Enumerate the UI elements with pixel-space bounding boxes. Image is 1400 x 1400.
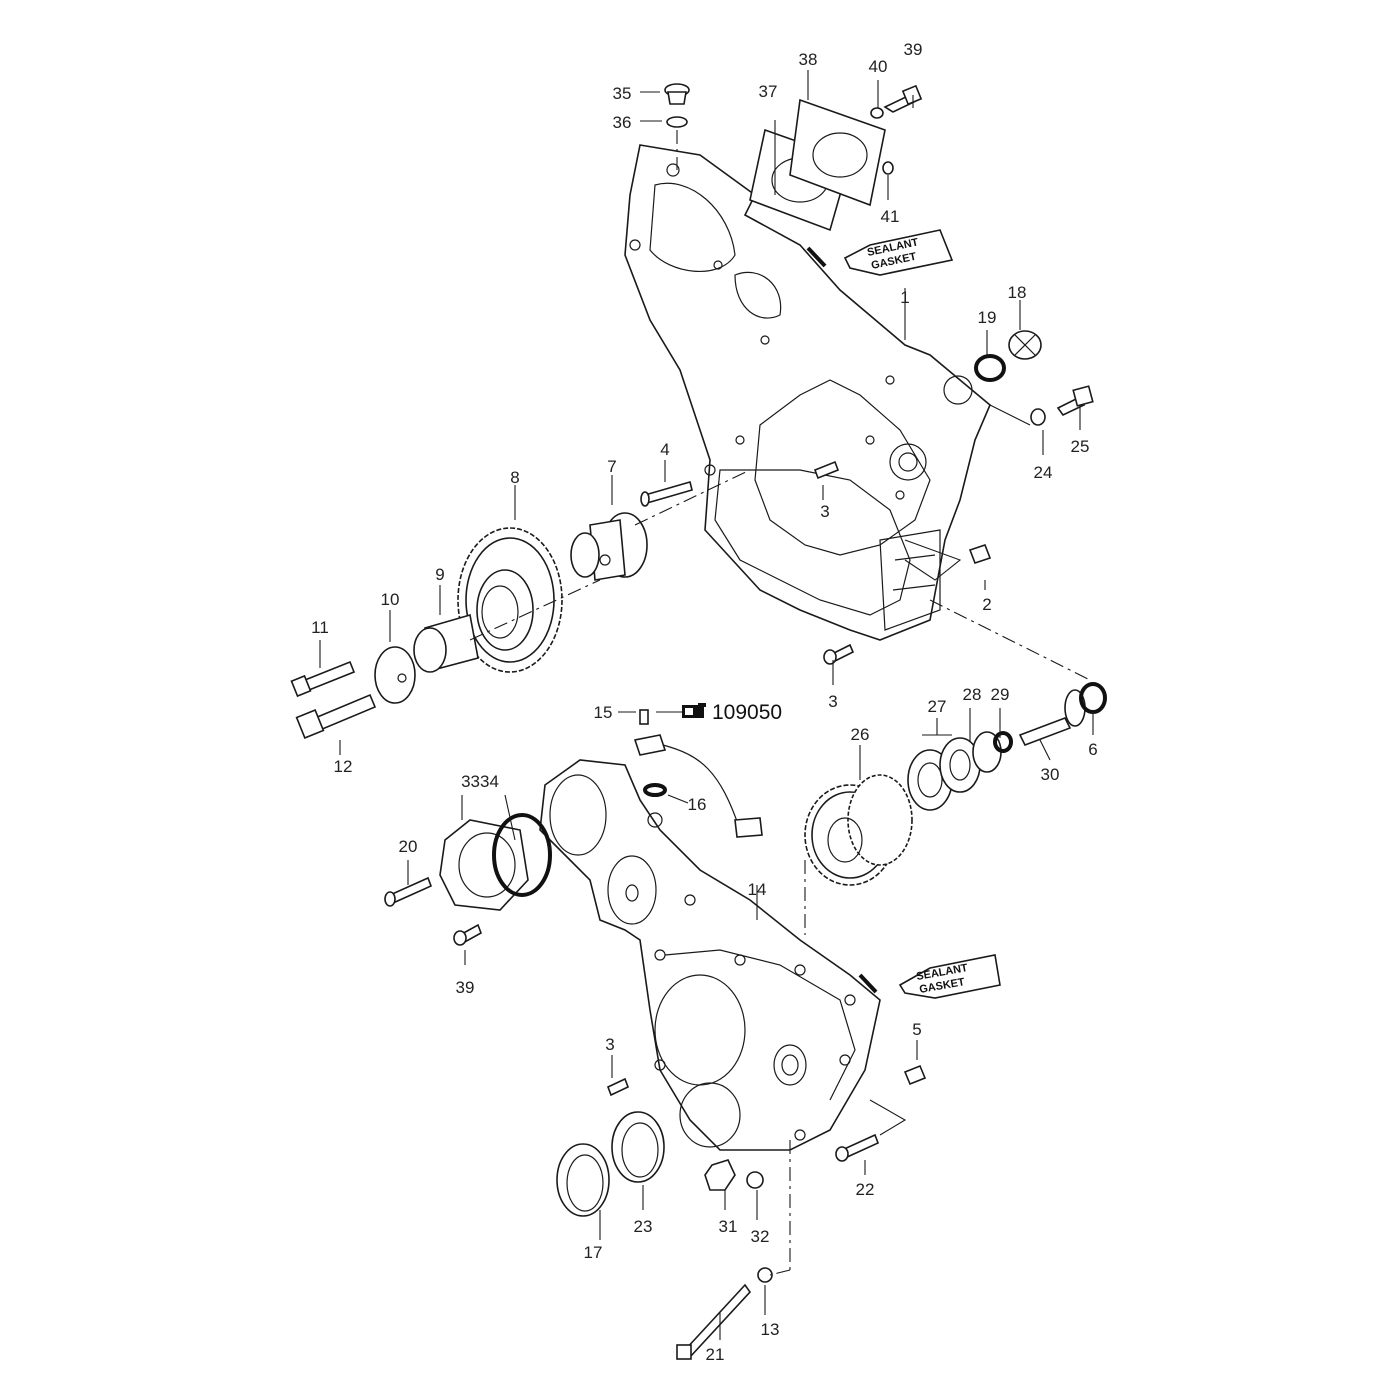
- bolt-39-lower: [453, 923, 482, 946]
- bolt-4: [640, 481, 693, 507]
- callout-7: 7: [607, 457, 616, 476]
- callout-6: 6: [1088, 740, 1097, 759]
- callout-39-upper: 39: [904, 40, 923, 59]
- callout-31: 31: [719, 1217, 738, 1236]
- callout-19: 19: [978, 308, 997, 327]
- callout-3-upper: 3: [820, 502, 829, 521]
- callout-17: 17: [584, 1243, 603, 1262]
- bolt-12: [295, 693, 377, 739]
- callout-30: 30: [1041, 765, 1060, 784]
- callout-38: 38: [799, 50, 818, 69]
- bolt-20: [384, 876, 433, 907]
- bearing-27: [907, 737, 981, 811]
- cover-plate-38: [789, 98, 886, 207]
- callout-32: 32: [751, 1227, 770, 1246]
- bolt-3-lower: [606, 1077, 630, 1097]
- washer-13: [757, 1267, 773, 1283]
- callout-20: 20: [399, 837, 418, 856]
- washer-32: [746, 1171, 764, 1189]
- callout-3-lower: 3: [605, 1035, 614, 1054]
- callout-11: 11: [311, 618, 329, 637]
- o-ring-34: [492, 813, 552, 897]
- speed-sensor-15: [633, 709, 763, 838]
- bushing-9: [413, 613, 479, 673]
- callout-9: 9: [435, 565, 444, 584]
- callout-8: 8: [510, 468, 519, 487]
- shaft-30: [1018, 689, 1086, 747]
- bolt-3-upper: [813, 460, 840, 480]
- callout-3-mid: 3: [828, 692, 837, 711]
- callout-4: 4: [660, 440, 669, 459]
- callout-24: 24: [1034, 463, 1053, 482]
- sealant-tube-upper: SEALANT GASKET: [806, 229, 954, 276]
- callout-29: 29: [991, 685, 1010, 704]
- bolt-25: [1030, 385, 1094, 426]
- callout-1: 1: [900, 288, 909, 307]
- callout-12: 12: [334, 757, 353, 776]
- callout-15: 15: [594, 703, 613, 722]
- bolt-11: [290, 660, 356, 698]
- bolt-39-upper: [870, 84, 923, 175]
- callout-22: 22: [856, 1180, 875, 1199]
- callout-16: 16: [688, 795, 707, 814]
- callout-36: 36: [613, 113, 632, 132]
- reference-number: 109050: [712, 701, 782, 724]
- nut-31: [704, 1159, 736, 1191]
- o-ring-19: [974, 354, 1006, 382]
- callout-26: 26: [851, 725, 870, 744]
- gasket-33: [439, 819, 529, 911]
- callout-3334: 3334: [461, 772, 499, 791]
- washer-plate-10: [374, 646, 416, 704]
- callout-18: 18: [1008, 283, 1027, 302]
- o-ring-29: [993, 731, 1013, 753]
- pin-2: [968, 543, 992, 565]
- callout-21: 21: [706, 1345, 725, 1364]
- callout-27: 27: [928, 697, 947, 716]
- callout-14: 14: [748, 880, 767, 899]
- callout-23: 23: [634, 1217, 653, 1236]
- callout-35: 35: [613, 84, 632, 103]
- callout-25: 25: [1071, 437, 1090, 456]
- bolt-21: [676, 1283, 752, 1360]
- sealant-tube-lower: SEALANT GASKET: [858, 954, 1001, 999]
- shaft-7: [570, 512, 648, 581]
- callout-10: 10: [381, 590, 400, 609]
- pointing-hand-icon: [682, 703, 706, 718]
- callout-28: 28: [963, 685, 982, 704]
- callout-41: 41: [881, 207, 900, 226]
- callout-5: 5: [912, 1020, 921, 1039]
- seal-23: [611, 1111, 665, 1183]
- plug-35: [664, 83, 690, 170]
- bolt-22: [835, 1133, 880, 1162]
- o-ring-6: [1079, 682, 1107, 714]
- bolt-3-mid: [823, 643, 855, 665]
- timing-gear-housing: [624, 144, 991, 641]
- callout-37: 37: [759, 82, 778, 101]
- plug-18: [1008, 330, 1042, 360]
- drive-gear-26: [804, 774, 913, 886]
- timing-cover-14: [539, 759, 881, 1151]
- callout-40: 40: [869, 57, 888, 76]
- leader-lines: [319, 80, 1094, 1340]
- idler-gear-8: [457, 527, 563, 673]
- callout-39-lower: 39: [456, 978, 475, 997]
- pin-5: [903, 1064, 927, 1086]
- reference-note: 109050: [656, 701, 782, 724]
- callout-numbers: 1 2 3 3 3 4 5 6 7 8 9 10 11 12 13 14 15 …: [311, 40, 1098, 1364]
- callout-13: 13: [761, 1320, 780, 1339]
- callout-2: 2: [982, 595, 991, 614]
